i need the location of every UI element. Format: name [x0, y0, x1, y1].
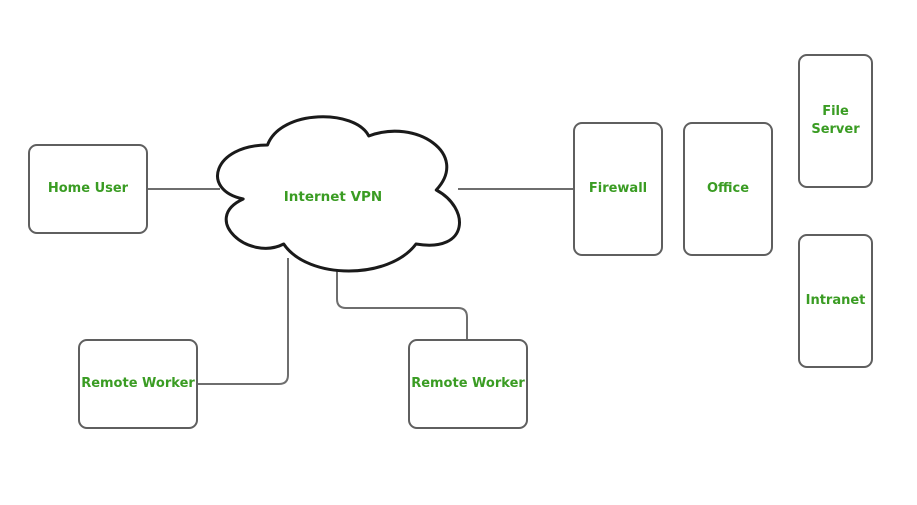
node-office[interactable]: Office [683, 122, 773, 256]
remote-worker-1-label: Remote Worker [81, 376, 195, 392]
internet-vpn-label-wrap: Internet VPN [253, 188, 413, 206]
firewall-label: Firewall [588, 181, 648, 197]
connector-vpn-to-remote-worker-1 [198, 258, 289, 385]
node-remote-worker-2[interactable]: Remote Worker [408, 339, 528, 429]
file-server-label: File Server [811, 104, 860, 137]
node-firewall[interactable]: Firewall [573, 122, 663, 256]
node-remote-worker-1[interactable]: Remote Worker [78, 339, 198, 429]
node-file-server[interactable]: File Server [798, 54, 873, 188]
intranet-label: Intranet [805, 293, 866, 309]
node-home-user[interactable]: Home User [28, 144, 148, 234]
office-label: Office [706, 181, 750, 197]
home-user-label: Home User [47, 181, 129, 197]
internet-vpn-label: Internet VPN [283, 189, 383, 205]
connector-vpn-to-remote-worker-2 [336, 258, 468, 339]
remote-worker-2-label: Remote Worker [411, 376, 525, 392]
node-intranet[interactable]: Intranet [798, 234, 873, 368]
internet-vpn-cloud-shape[interactable] [216, 115, 461, 273]
